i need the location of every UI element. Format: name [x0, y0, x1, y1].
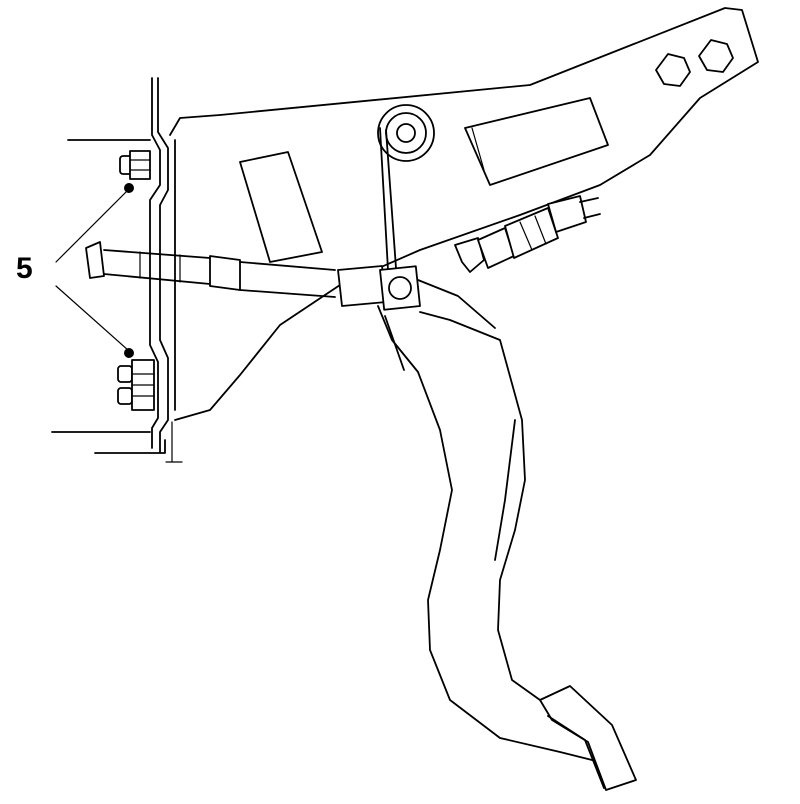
leader-line-lower: [55, 285, 129, 351]
pedal-pad: [539, 685, 637, 791]
leader-dot-lower: [124, 348, 134, 358]
callout-5: 5: [16, 183, 134, 358]
pushrod-rod: [85, 241, 336, 298]
lower-mounting-nuts: [117, 359, 155, 411]
upper-mounting-nut: [119, 150, 151, 180]
firewall-panel: [51, 77, 183, 463]
pedal-clevis: [337, 265, 496, 329]
leader-dot-upper: [124, 183, 134, 193]
bracket-bolt-left: [655, 53, 691, 87]
spring-bushing: [377, 104, 435, 271]
leader-line-upper: [55, 189, 129, 263]
clutch-switch: [454, 195, 601, 273]
pedal-bracket: [169, 7, 759, 421]
bracket-bolt-right: [698, 39, 734, 73]
pedal-arm: [377, 305, 601, 763]
callout-label: 5: [16, 252, 33, 285]
